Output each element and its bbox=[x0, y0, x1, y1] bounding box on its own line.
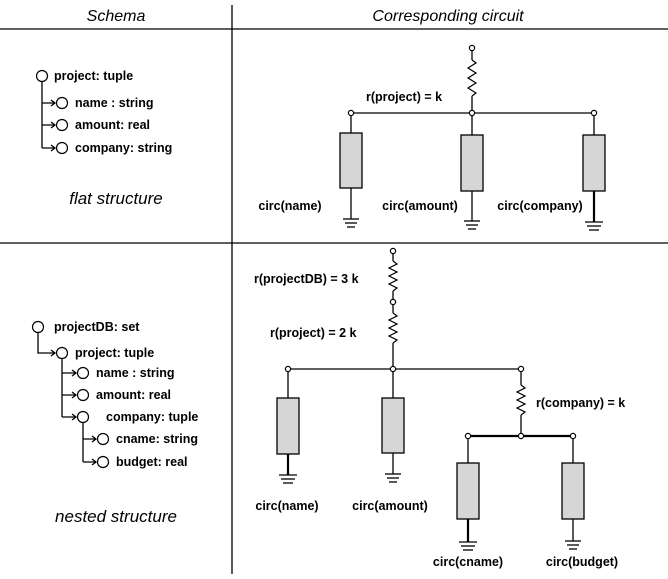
nested-caption: nested structure bbox=[55, 507, 177, 526]
flat-child-company: company: string bbox=[75, 141, 172, 155]
ground-icon bbox=[464, 220, 480, 230]
junction-node bbox=[347, 109, 355, 117]
flat-root-label: project: tuple bbox=[54, 69, 133, 83]
tree-node bbox=[76, 366, 90, 380]
component-box bbox=[561, 462, 585, 520]
tree-node bbox=[55, 118, 69, 132]
nested-resistor-projectdb-label: r(projectDB) = 3 k bbox=[254, 272, 359, 286]
junction-node bbox=[464, 432, 472, 440]
resistor-projectdb bbox=[387, 260, 399, 292]
tree-arrow bbox=[42, 144, 57, 152]
tree-node bbox=[76, 388, 90, 402]
component-box bbox=[339, 132, 363, 189]
nested-level3-cname: cname: string bbox=[116, 432, 198, 446]
tree-arrow bbox=[83, 458, 98, 466]
tree-node bbox=[96, 455, 110, 469]
junction-node bbox=[590, 109, 598, 117]
resistor-company bbox=[515, 384, 527, 416]
flat-comp-amount-label: circ(amount) bbox=[382, 199, 458, 213]
component-box bbox=[381, 397, 405, 454]
nested-circuit: r(projectDB) = 3 k r(project) = 2 k circ… bbox=[254, 247, 625, 569]
nested-schema-tree: projectDB: set project: tuple name : str… bbox=[31, 320, 198, 469]
flat-comp-name-label: circ(name) bbox=[258, 199, 321, 213]
nested-comp-budget-label: circ(budget) bbox=[546, 555, 618, 569]
terminal-node bbox=[389, 247, 397, 255]
resistor-project bbox=[387, 312, 399, 344]
ground-icon bbox=[565, 540, 581, 550]
ground-icon bbox=[279, 474, 297, 484]
tree-node bbox=[76, 410, 90, 424]
tree-arrow bbox=[42, 99, 57, 107]
tree-node bbox=[96, 432, 110, 446]
nested-resistor-company-label: r(company) = k bbox=[536, 396, 625, 410]
flat-caption: flat structure bbox=[69, 189, 163, 208]
schema-header: Schema bbox=[87, 8, 146, 25]
junction-node bbox=[517, 365, 525, 373]
ground-icon bbox=[459, 541, 477, 551]
nested-comp-cname-label: circ(cname) bbox=[433, 555, 503, 569]
ground-icon bbox=[385, 473, 401, 483]
tree-arrow bbox=[62, 413, 78, 421]
nested-level3-budget: budget: real bbox=[116, 455, 188, 469]
circuit-header: Corresponding circuit bbox=[372, 8, 524, 25]
flat-child-name: name : string bbox=[75, 96, 154, 110]
resistor-project bbox=[466, 59, 478, 97]
flat-resistor-label: r(project) = k bbox=[366, 90, 442, 104]
ground-icon bbox=[343, 218, 359, 228]
tree-node bbox=[55, 96, 69, 110]
tree-arrow bbox=[42, 121, 57, 129]
terminal-node bbox=[468, 44, 476, 52]
tree-node bbox=[55, 346, 69, 360]
flat-schema-tree: project: tuple name : string amount: rea… bbox=[35, 69, 172, 155]
junction-node bbox=[284, 365, 292, 373]
component-box bbox=[582, 134, 606, 192]
component-box bbox=[460, 134, 484, 192]
junction-node bbox=[389, 365, 397, 373]
tree-arrow bbox=[62, 369, 78, 377]
nested-level2-company: company: tuple bbox=[106, 410, 198, 424]
junction-node bbox=[468, 109, 476, 117]
nested-level2-amount: amount: real bbox=[96, 388, 171, 402]
flat-child-amount: amount: real bbox=[75, 118, 150, 132]
junction-node bbox=[389, 298, 397, 306]
tree-arrow bbox=[83, 435, 98, 443]
junction-node bbox=[517, 432, 525, 440]
nested-comp-name-label: circ(name) bbox=[255, 499, 318, 513]
ground-icon bbox=[585, 221, 603, 231]
nested-level1-label: project: tuple bbox=[75, 346, 154, 360]
tree-node bbox=[55, 141, 69, 155]
nested-resistor-project-label: r(project) = 2 k bbox=[270, 326, 357, 340]
tree-node bbox=[31, 320, 45, 334]
flat-circuit: r(project) = k circ(name) circ(amount) bbox=[258, 44, 606, 231]
nested-root-label: projectDB: set bbox=[54, 320, 140, 334]
nested-level2-name: name : string bbox=[96, 366, 175, 380]
component-box bbox=[276, 397, 300, 455]
tree-arrow bbox=[37, 333, 57, 357]
tree-node bbox=[35, 69, 49, 83]
nested-comp-amount-label: circ(amount) bbox=[352, 499, 428, 513]
flat-comp-company-label: circ(company) bbox=[497, 199, 582, 213]
component-box bbox=[456, 462, 480, 520]
tree-arrow bbox=[62, 391, 78, 399]
junction-node bbox=[569, 432, 577, 440]
